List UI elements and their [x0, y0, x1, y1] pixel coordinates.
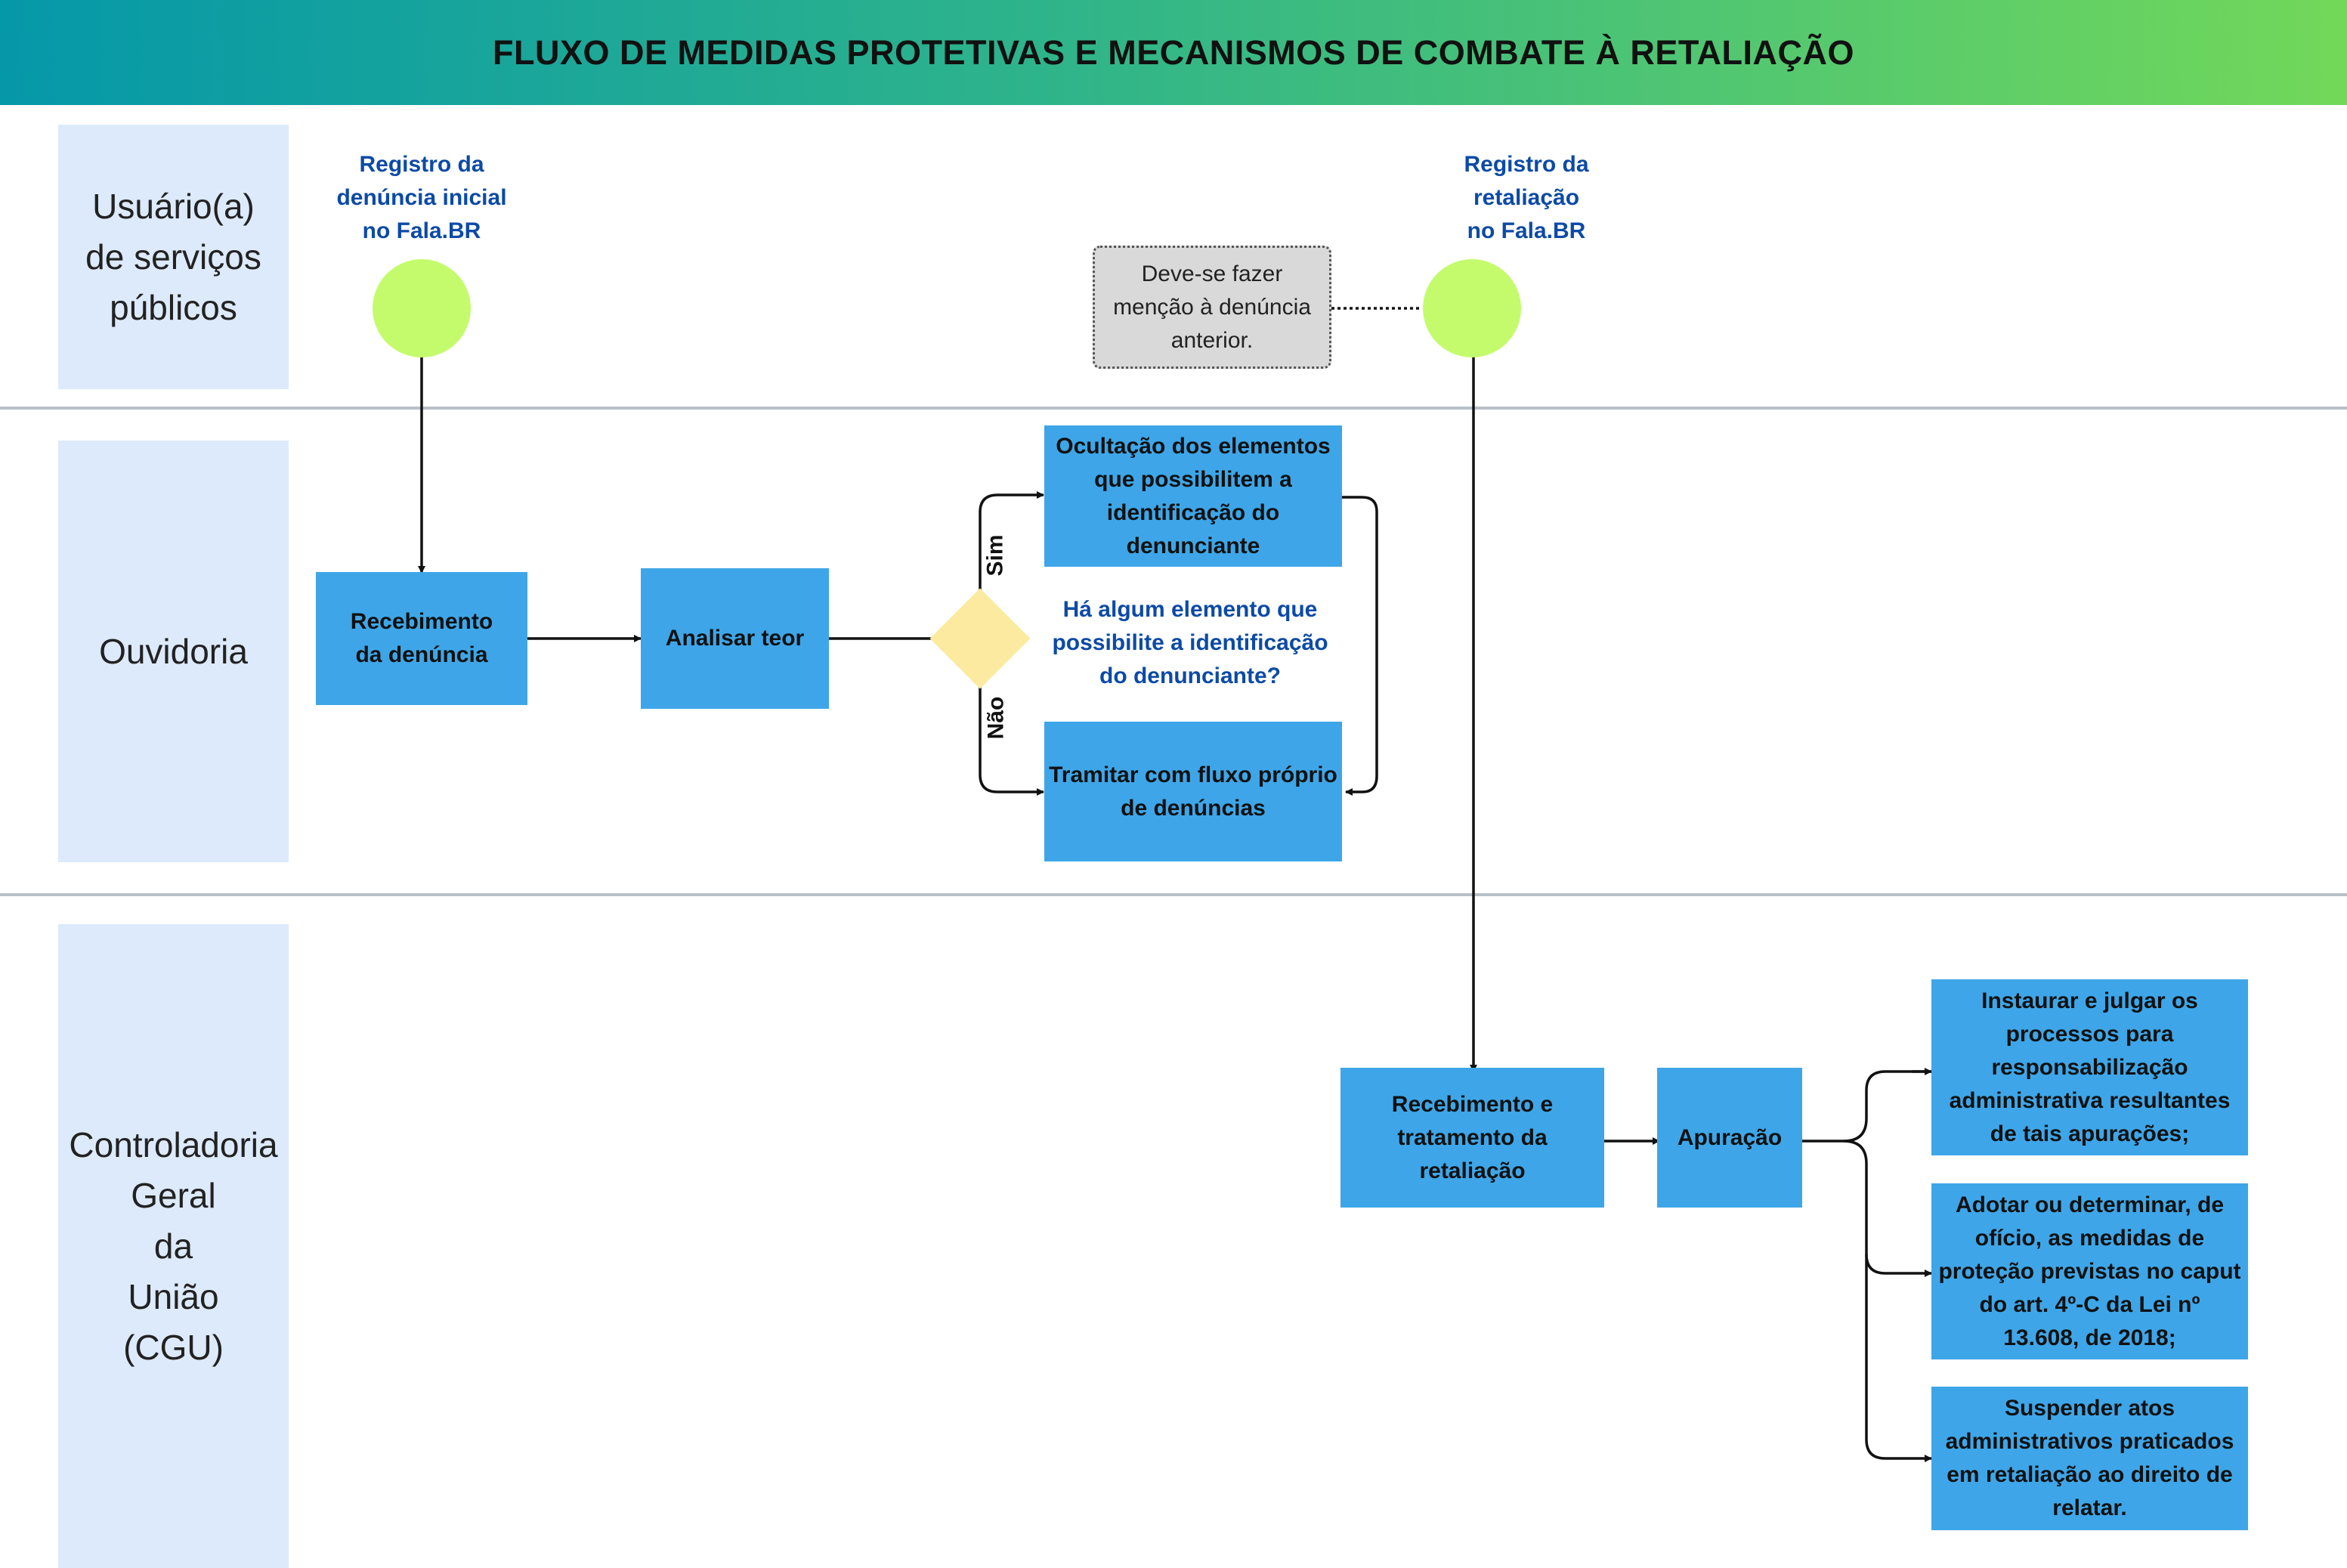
node-text: responsabilização	[1991, 1054, 2188, 1080]
header-bar: FLUXO DE MEDIDAS PROTETIVAS E MECANISMOS…	[0, 0, 2347, 105]
process-instaurar-julgar[interactable]: Instaurar e julgar os processos para res…	[1931, 979, 2248, 1155]
connector-decision-sim	[979, 491, 1044, 603]
node-text: Suspender atos	[2004, 1396, 2175, 1421]
lane-label-cgu: Controladoria Geral da União (CGU)	[58, 924, 289, 1568]
node-text: identificação do	[1106, 499, 1280, 525]
node-text: Recebimento e	[1391, 1091, 1554, 1117]
connector-ocultacao-tramitar	[1342, 496, 1378, 796]
node-text: Instaurar e julgar os	[1981, 988, 2198, 1013]
event-label-line: no Fala.BR	[1467, 218, 1586, 243]
lane-text: Usuário(a)	[92, 186, 255, 226]
node-text: tratamento da	[1397, 1124, 1548, 1150]
process-recebimento-retaliacao[interactable]: Recebimento e tratamento da retaliação	[1340, 1068, 1604, 1208]
event-label-line: Registro da	[359, 152, 484, 177]
process-adotar-medidas[interactable]: Adotar ou determinar, de ofício, as medi…	[1931, 1183, 2248, 1359]
lane-text: (CGU)	[123, 1327, 224, 1367]
decision-question: Há algum elemento que possibilite a iden…	[1039, 593, 1341, 693]
event-label-line: no Fala.BR	[362, 218, 481, 243]
node-text: que possibilitem a	[1094, 466, 1292, 492]
note-line: menção à denúncia	[1113, 294, 1311, 320]
node-text: administrativa resultantes	[1949, 1087, 2231, 1113]
node-text: relatar.	[2052, 1495, 2127, 1520]
node-text: administrativos praticados	[1945, 1429, 2234, 1454]
lane-text: da	[153, 1226, 193, 1266]
lane-text: Geral	[131, 1175, 216, 1215]
node-text: 13.608, de 2018;	[2003, 1325, 2176, 1350]
event-label-line: retaliação	[1473, 185, 1580, 210]
lane-text: União	[128, 1276, 219, 1316]
branch-label-sim: Sim	[982, 534, 1008, 577]
connector-branch-suspender	[1865, 1254, 1932, 1462]
lane-label-ouvidoria: Ouvidoria	[58, 441, 289, 862]
node-text: Adotar ou determinar, de	[1955, 1192, 2225, 1217]
node-text: denunciante	[1126, 533, 1260, 558]
node-text: retaliação	[1419, 1158, 1526, 1183]
node-text: de denúncias	[1121, 795, 1266, 821]
process-apuracao[interactable]: Apuração	[1657, 1068, 1802, 1208]
process-tramitar-fluxo[interactable]: Tramitar com fluxo próprio de denúncias	[1044, 722, 1342, 861]
node-text: de tais apurações;	[1990, 1121, 2190, 1146]
node-text: ofício, as medidas de	[1974, 1225, 2205, 1251]
start-event-registro-retaliacao[interactable]	[1423, 259, 1521, 357]
lane-text: públicos	[110, 287, 237, 327]
node-text: proteção previstas no caput	[1938, 1258, 2241, 1284]
node-text: Recebimento	[350, 609, 493, 634]
lane-label-usuario: Usuário(a) de serviços públicos	[58, 125, 289, 389]
diagram-title: FLUXO DE MEDIDAS PROTETIVAS E MECANISMOS…	[492, 32, 1855, 72]
node-text: Ocultação dos elementos	[1056, 433, 1331, 459]
event-label-registro-retaliacao: Registro da retaliação no Fala.BR	[1421, 148, 1632, 248]
note-line: anterior.	[1170, 327, 1254, 353]
event-label-registro-inicial: Registro da denúncia inicial no Fala.BR	[305, 148, 539, 248]
event-label-line: denúncia inicial	[336, 185, 507, 210]
node-text: em retaliação ao direito de	[1947, 1462, 2233, 1487]
node-text: Apuração	[1677, 1124, 1783, 1150]
process-ocultacao-elementos[interactable]: Ocultação dos elementos que possibilitem…	[1044, 425, 1342, 567]
node-text: da denúncia	[355, 642, 488, 667]
process-suspender-atos[interactable]: Suspender atos administrativos praticado…	[1931, 1387, 2248, 1530]
node-text: Analisar teor	[665, 626, 805, 651]
lane-divider	[0, 407, 2347, 410]
process-analisar-teor[interactable]: Analisar teor	[641, 568, 829, 709]
connector-decision-nao	[979, 674, 1044, 796]
node-text: processos para	[2005, 1021, 2174, 1047]
lane-text: de serviços	[85, 237, 261, 277]
question-line: Há algum elemento que	[1062, 597, 1318, 622]
process-recebimento-denuncia[interactable]: Recebimento da denúncia	[316, 572, 527, 705]
node-text: Tramitar com fluxo próprio	[1049, 762, 1337, 787]
node-text: do art. 4º-C da Lei nº	[1979, 1291, 2200, 1317]
connector-apuracao-branches	[1802, 1070, 1931, 1143]
lane-text: Controladoria	[69, 1124, 278, 1164]
question-line: possibilite a identificação	[1052, 630, 1328, 655]
start-event-registro-inicial[interactable]	[373, 259, 471, 357]
branch-label-nao: Não	[983, 696, 1009, 740]
lane-text: Ouvidoria	[99, 631, 248, 671]
lane-divider	[0, 893, 2347, 896]
note-mencao-denuncia: Deve-se fazer menção à denúncia anterior…	[1093, 246, 1331, 369]
connector-branch-adotar	[1843, 1140, 1932, 1277]
event-label-line: Registro da	[1464, 152, 1589, 177]
note-line: Deve-se fazer	[1141, 261, 1283, 286]
question-line: do denunciante?	[1099, 663, 1281, 688]
